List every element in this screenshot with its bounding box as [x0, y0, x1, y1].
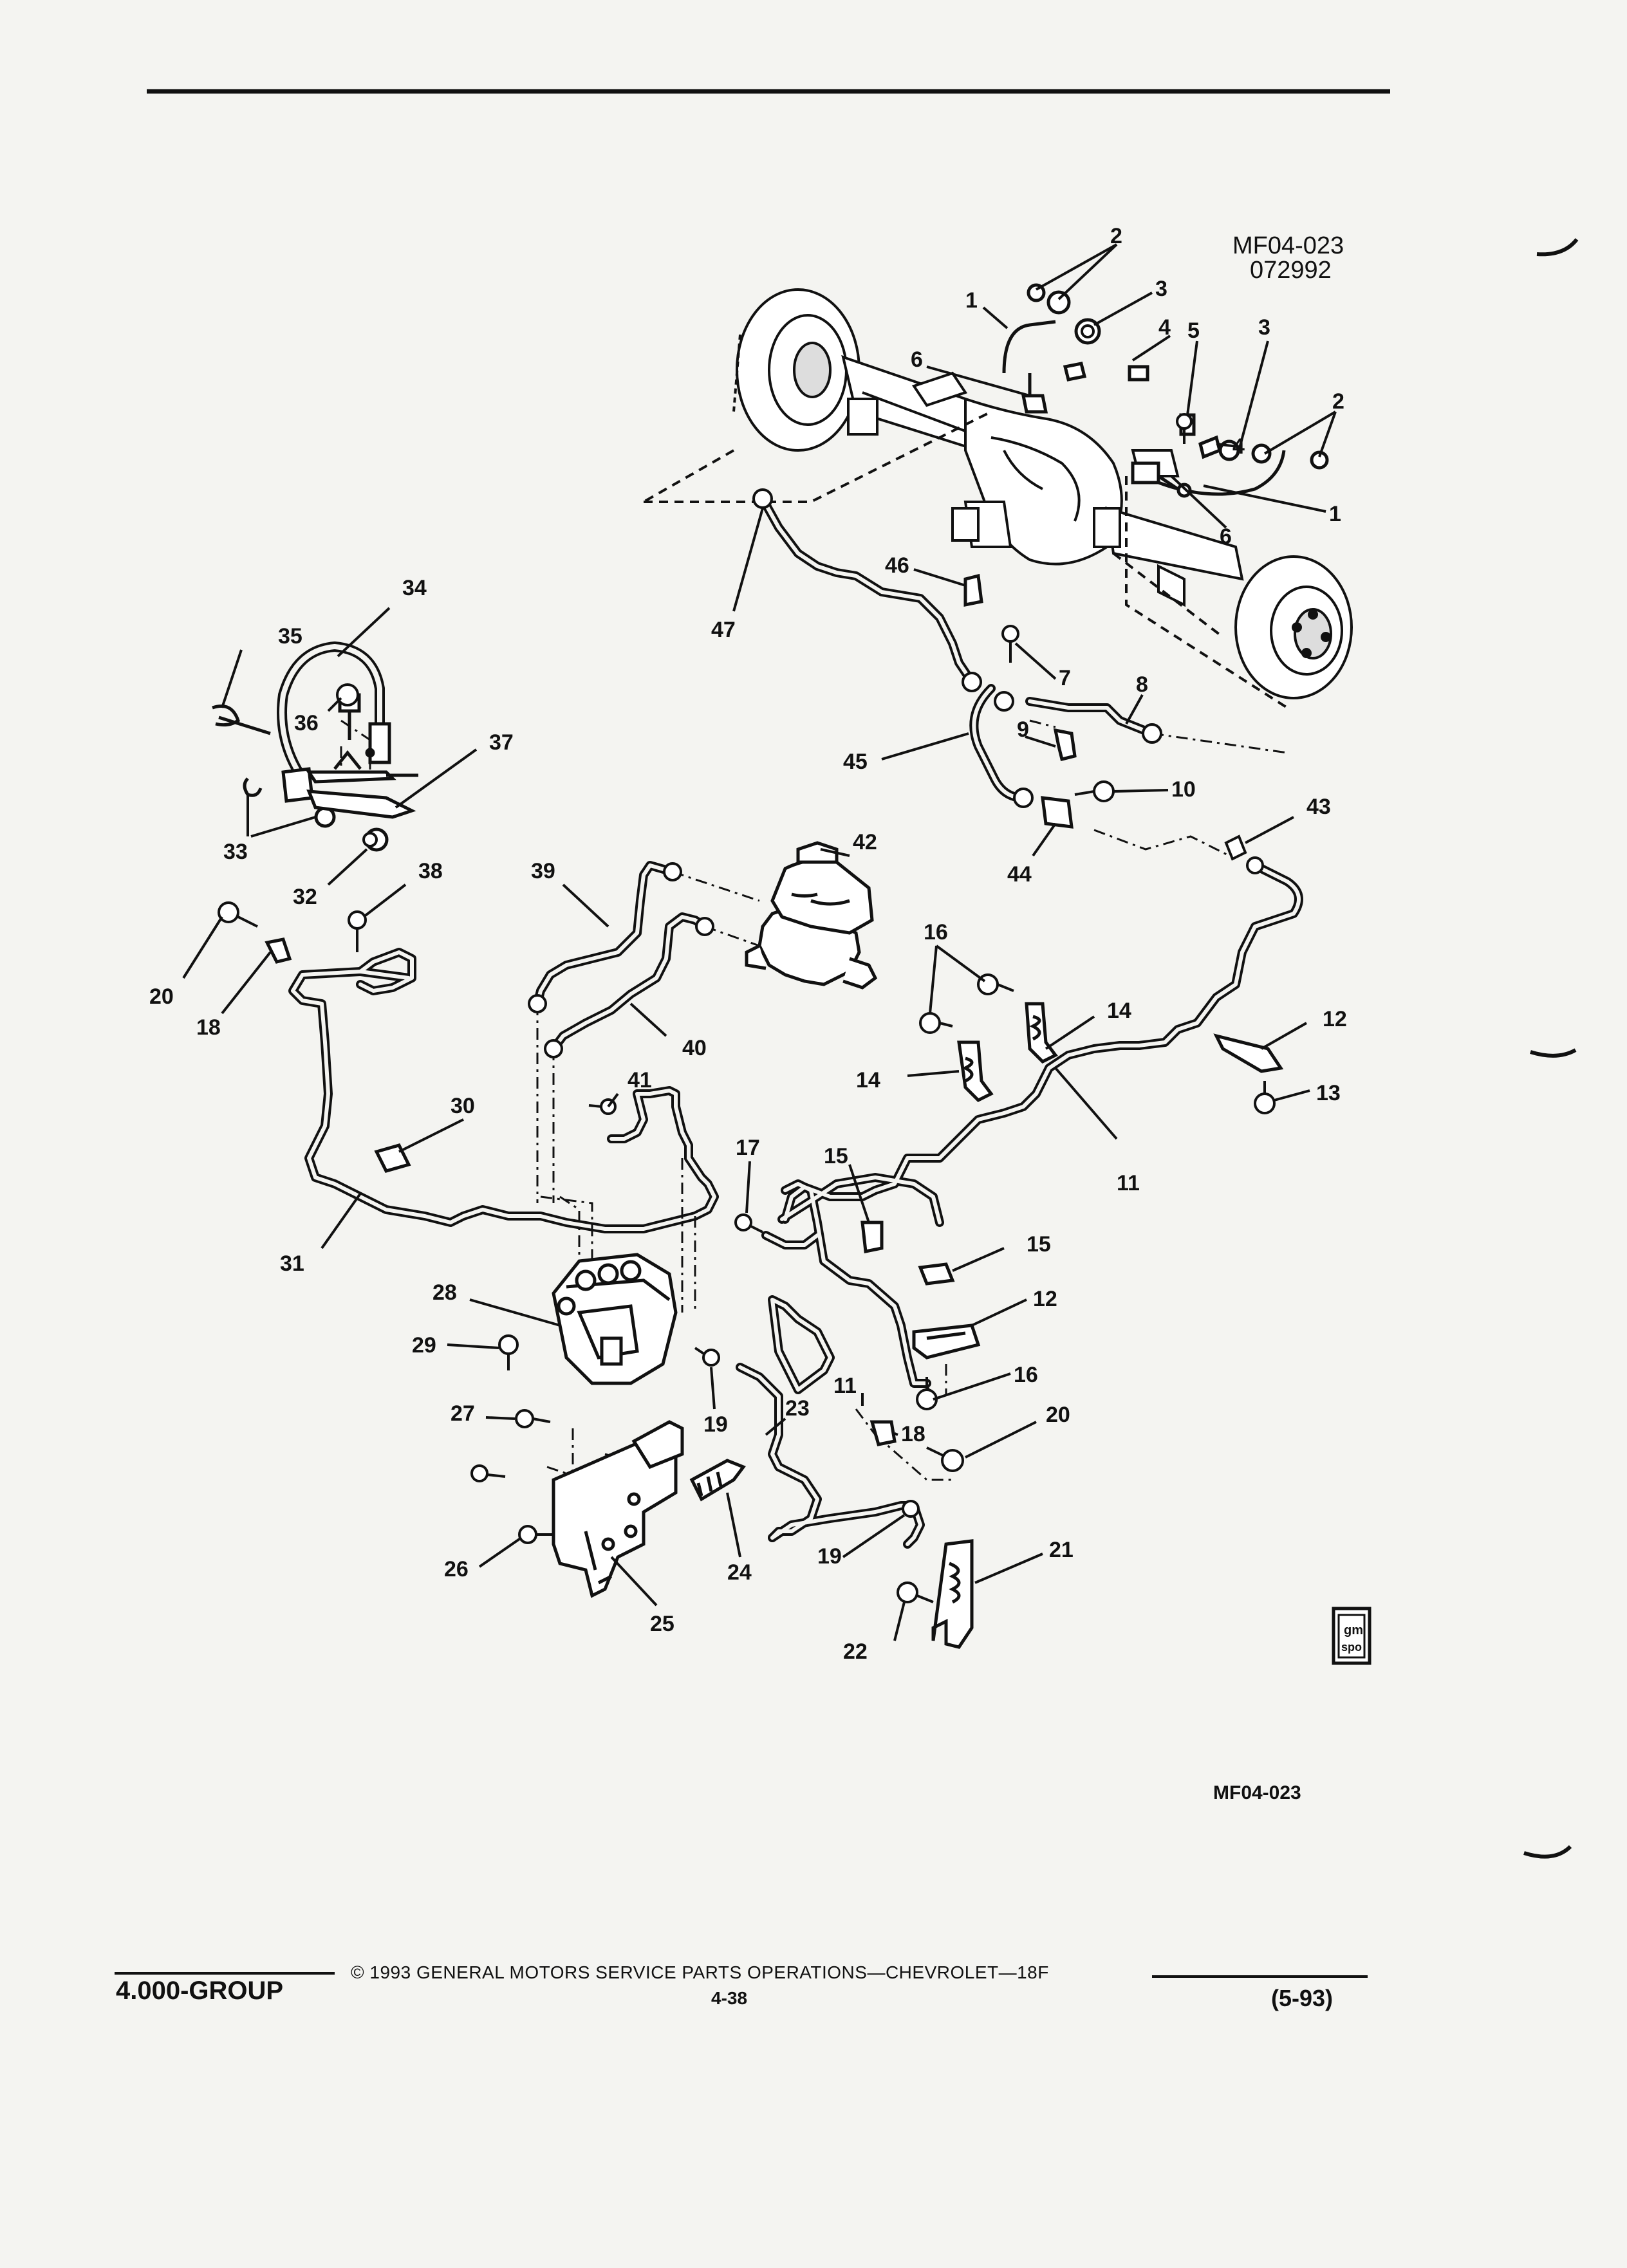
callout: 41 — [628, 1068, 652, 1093]
callout: 30 — [451, 1094, 475, 1118]
callout: 38 — [418, 859, 443, 883]
page-number: 4-38 — [711, 1988, 748, 2008]
callout: 36 — [294, 711, 319, 735]
callout: 18 — [901, 1422, 925, 1446]
callout: 34 — [402, 576, 427, 600]
axle-brake-hoses — [1002, 283, 1329, 498]
callout: 32 — [293, 885, 317, 909]
fasteners — [218, 324, 1276, 1603]
callout: 20 — [149, 984, 174, 1009]
callout: 23 — [785, 1396, 810, 1421]
callout: 15 — [824, 1144, 848, 1168]
callout: 22 — [843, 1639, 868, 1664]
callout: 9 — [1017, 717, 1029, 742]
callout: 26 — [444, 1557, 469, 1581]
callout: 37 — [489, 730, 514, 755]
callout: 6 — [911, 347, 923, 372]
callout: 11 — [1117, 1171, 1140, 1195]
valve-mounting-bracket — [552, 1420, 684, 1598]
callout: 39 — [531, 859, 555, 883]
group-label: 4.000-GROUP — [116, 1977, 284, 2005]
callout: 18 — [196, 1015, 221, 1040]
callout: 11 — [833, 1374, 857, 1398]
callout: 10 — [1171, 777, 1196, 802]
callout: 16 — [1014, 1363, 1038, 1387]
callout: 24 — [727, 1560, 752, 1585]
callout: 21 — [1049, 1538, 1074, 1562]
gm-spo-logo: gm spo — [1332, 1607, 1371, 1665]
combination-valve — [552, 1253, 678, 1385]
assembly-guide-lines — [340, 719, 1288, 1486]
figure-code: MF04-023 — [1232, 232, 1344, 259]
callout: 42 — [853, 830, 877, 854]
callout: 12 — [1323, 1007, 1347, 1031]
logo-text-top: gm — [1344, 1623, 1363, 1637]
figure-id: MF04-023 — [1213, 1782, 1301, 1803]
master-cylinder — [745, 841, 878, 990]
callout: 4 — [1158, 315, 1171, 340]
callout: 17 — [736, 1136, 760, 1160]
callout: 3 — [1155, 277, 1167, 301]
margin-mark — [1530, 1048, 1577, 1058]
callout: 20 — [1046, 1403, 1070, 1427]
callout: 45 — [843, 750, 868, 774]
front-brake-hose — [212, 641, 418, 852]
callout: 6 — [1220, 524, 1232, 549]
rear-axle-assembly — [643, 288, 1353, 709]
figure-date: 072992 — [1250, 257, 1332, 284]
callout: 12 — [1033, 1287, 1057, 1311]
callout: 47 — [711, 618, 736, 642]
callout: 19 — [817, 1544, 842, 1569]
copyright-line: © 1993 GENERAL MOTORS SERVICE PARTS OPER… — [351, 1962, 1049, 1982]
callout: 28 — [432, 1280, 457, 1305]
callout: 40 — [682, 1036, 707, 1060]
callout: 14 — [856, 1068, 880, 1093]
callout: 25 — [650, 1612, 674, 1636]
callout-numbers: 1 2 3 4 5 6 3 2 4 1 6 7 8 9 10 43 44 45 … — [149, 224, 1347, 1664]
revision-date: (5-93) — [1271, 1985, 1334, 2011]
brake-pipe-highlight — [291, 497, 1301, 1546]
callout-leaders — [182, 243, 1337, 1641]
callout: 1 — [965, 288, 978, 313]
callout: 27 — [451, 1401, 475, 1426]
callout: 15 — [1027, 1232, 1051, 1257]
callout: 43 — [1306, 795, 1331, 819]
callout: 16 — [924, 920, 948, 945]
callout: 19 — [703, 1412, 728, 1437]
callout: 3 — [1258, 315, 1270, 340]
callout: 46 — [885, 553, 909, 578]
callout: 8 — [1136, 672, 1148, 697]
callout: 35 — [278, 624, 302, 649]
pipe-clips — [265, 573, 1284, 1649]
callout: 5 — [1187, 318, 1200, 343]
margin-mark — [1536, 238, 1579, 257]
logo-text-bottom: spo — [1341, 1641, 1362, 1654]
callout: 7 — [1059, 666, 1071, 690]
callout: 31 — [280, 1251, 304, 1276]
callout: 33 — [223, 840, 248, 864]
callout: 13 — [1316, 1081, 1341, 1105]
callout: 2 — [1110, 224, 1122, 248]
callout: 1 — [1329, 502, 1341, 526]
callout: 2 — [1332, 389, 1344, 414]
callout: 4 — [1232, 434, 1245, 459]
margin-mark — [1523, 1845, 1572, 1859]
callout: 29 — [412, 1333, 436, 1358]
callout: 44 — [1007, 862, 1032, 887]
callout: 14 — [1107, 999, 1131, 1023]
